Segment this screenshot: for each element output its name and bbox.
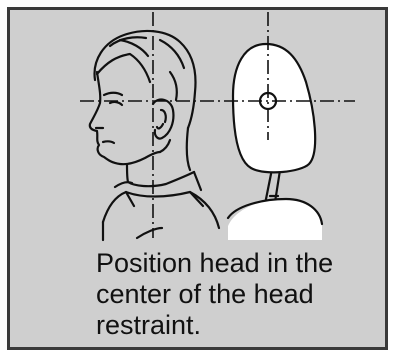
instruction-caption: Position head in the center of the head … xyxy=(96,248,386,341)
person-shoulders xyxy=(103,172,219,240)
caption-line-2: center of the head xyxy=(96,279,386,310)
ear xyxy=(153,99,173,138)
head-restraint xyxy=(233,44,315,172)
person-head xyxy=(90,31,196,182)
caption-line-1: Position head in the xyxy=(96,248,386,279)
caption-line-3: restraint. xyxy=(96,310,386,341)
